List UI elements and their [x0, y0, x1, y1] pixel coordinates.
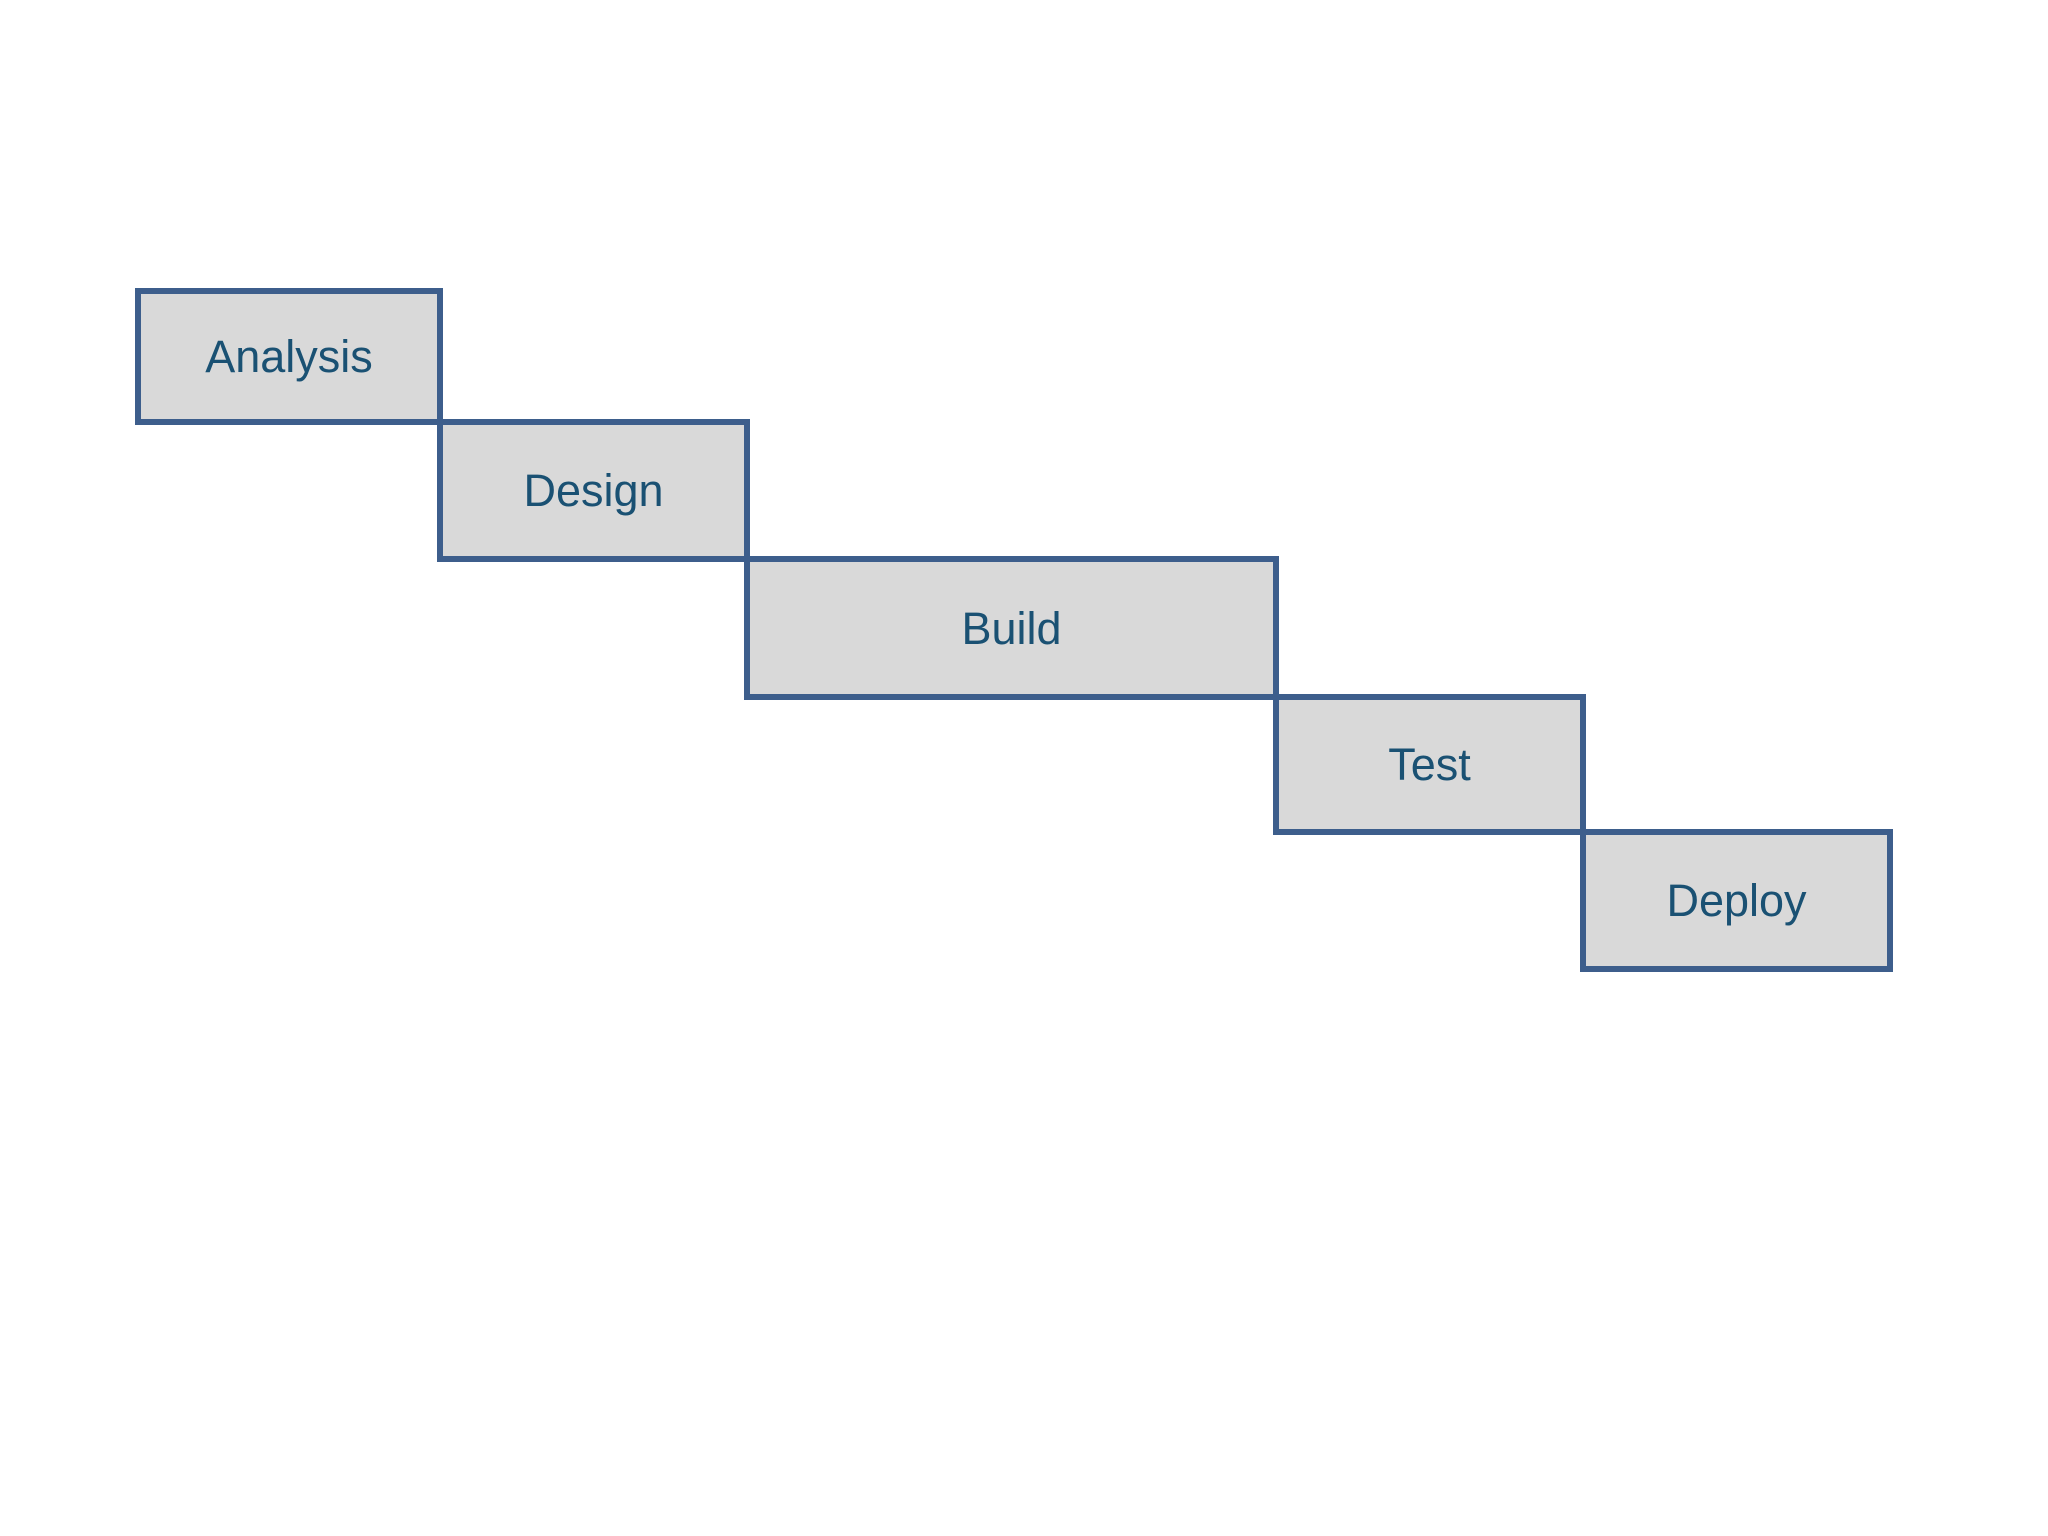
- step-label-build: Build: [961, 602, 1062, 654]
- step-label-deploy: Deploy: [1666, 875, 1807, 926]
- step-box-test: Test: [1273, 694, 1586, 835]
- step-box-design: Design: [437, 419, 750, 562]
- step-label-analysis: Analysis: [205, 331, 373, 382]
- step-box-analysis: Analysis: [135, 288, 443, 425]
- step-label-test: Test: [1388, 739, 1471, 790]
- step-box-deploy: Deploy: [1580, 829, 1893, 972]
- step-box-build: Build: [744, 556, 1279, 700]
- step-label-design: Design: [523, 465, 664, 516]
